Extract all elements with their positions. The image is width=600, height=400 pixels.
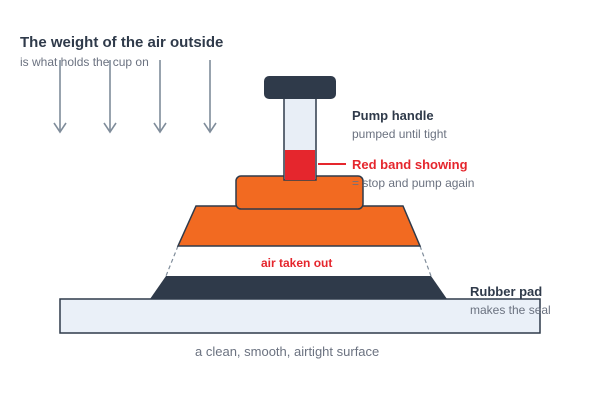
pump-handle-note: pumped until tight (352, 127, 447, 141)
red-band-indicator (285, 150, 315, 180)
vacuum-gap-left-edge (165, 245, 179, 277)
down-arrow-icon (203, 60, 217, 134)
rubber-pad (150, 276, 447, 299)
red-band-label: Red band showing (352, 157, 468, 172)
pump-handle-knob (264, 76, 336, 99)
air-pressure-arrows (53, 60, 217, 134)
surface-plate (59, 298, 541, 334)
down-arrow-icon (53, 60, 67, 134)
diagram-title: The weight of the air outside (20, 34, 224, 51)
air-removed-label: air taken out (259, 256, 335, 270)
vacuum-gap-right-edge (419, 245, 432, 277)
diagram-subtitle: is what holds the cup on (20, 55, 149, 69)
red-band-note: = stop and pump again (352, 176, 475, 190)
cup-body (176, 205, 422, 247)
rubber-pad-label: Rubber pad (470, 284, 543, 299)
down-arrow-icon (153, 60, 167, 134)
rubber-pad-note: makes the seal (470, 303, 551, 317)
down-arrow-icon (103, 60, 117, 134)
pump-handle-label: Pump handle (352, 108, 434, 123)
cup-cap (235, 175, 364, 210)
surface-caption: a clean, smooth, airtight surface (195, 344, 380, 359)
